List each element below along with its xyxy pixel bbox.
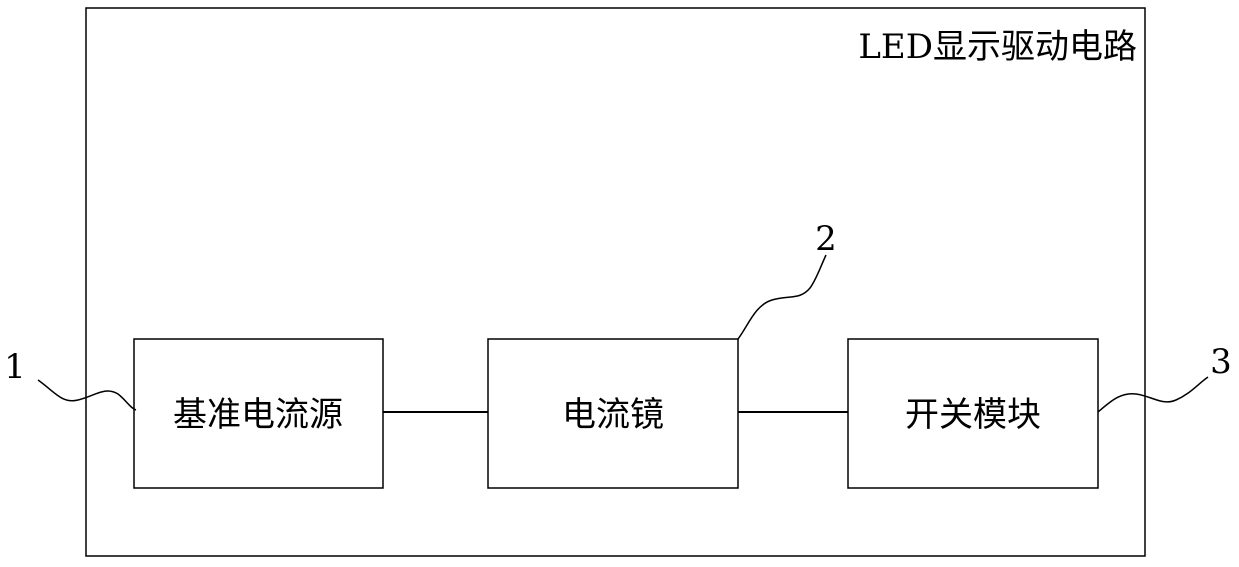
leader-line-2: [738, 255, 826, 339]
diagram-title: LED显示驱动电路: [858, 27, 1137, 67]
outer-frame: [86, 8, 1145, 556]
block-label: 开关模块: [905, 395, 1041, 435]
block-switch-module: 开关模块: [848, 339, 1098, 488]
reference-numeral-2: 2: [815, 219, 837, 259]
block-reference-current-source: 基准电流源: [134, 339, 383, 488]
leader-line-1: [38, 380, 136, 410]
leader-line-3: [1098, 377, 1208, 412]
reference-numeral-1: 1: [4, 347, 26, 387]
block-label: 电流镜: [562, 395, 664, 435]
block-label: 基准电流源: [173, 395, 343, 435]
reference-numeral-3: 3: [1210, 342, 1232, 382]
block-current-mirror: 电流镜: [488, 339, 738, 488]
